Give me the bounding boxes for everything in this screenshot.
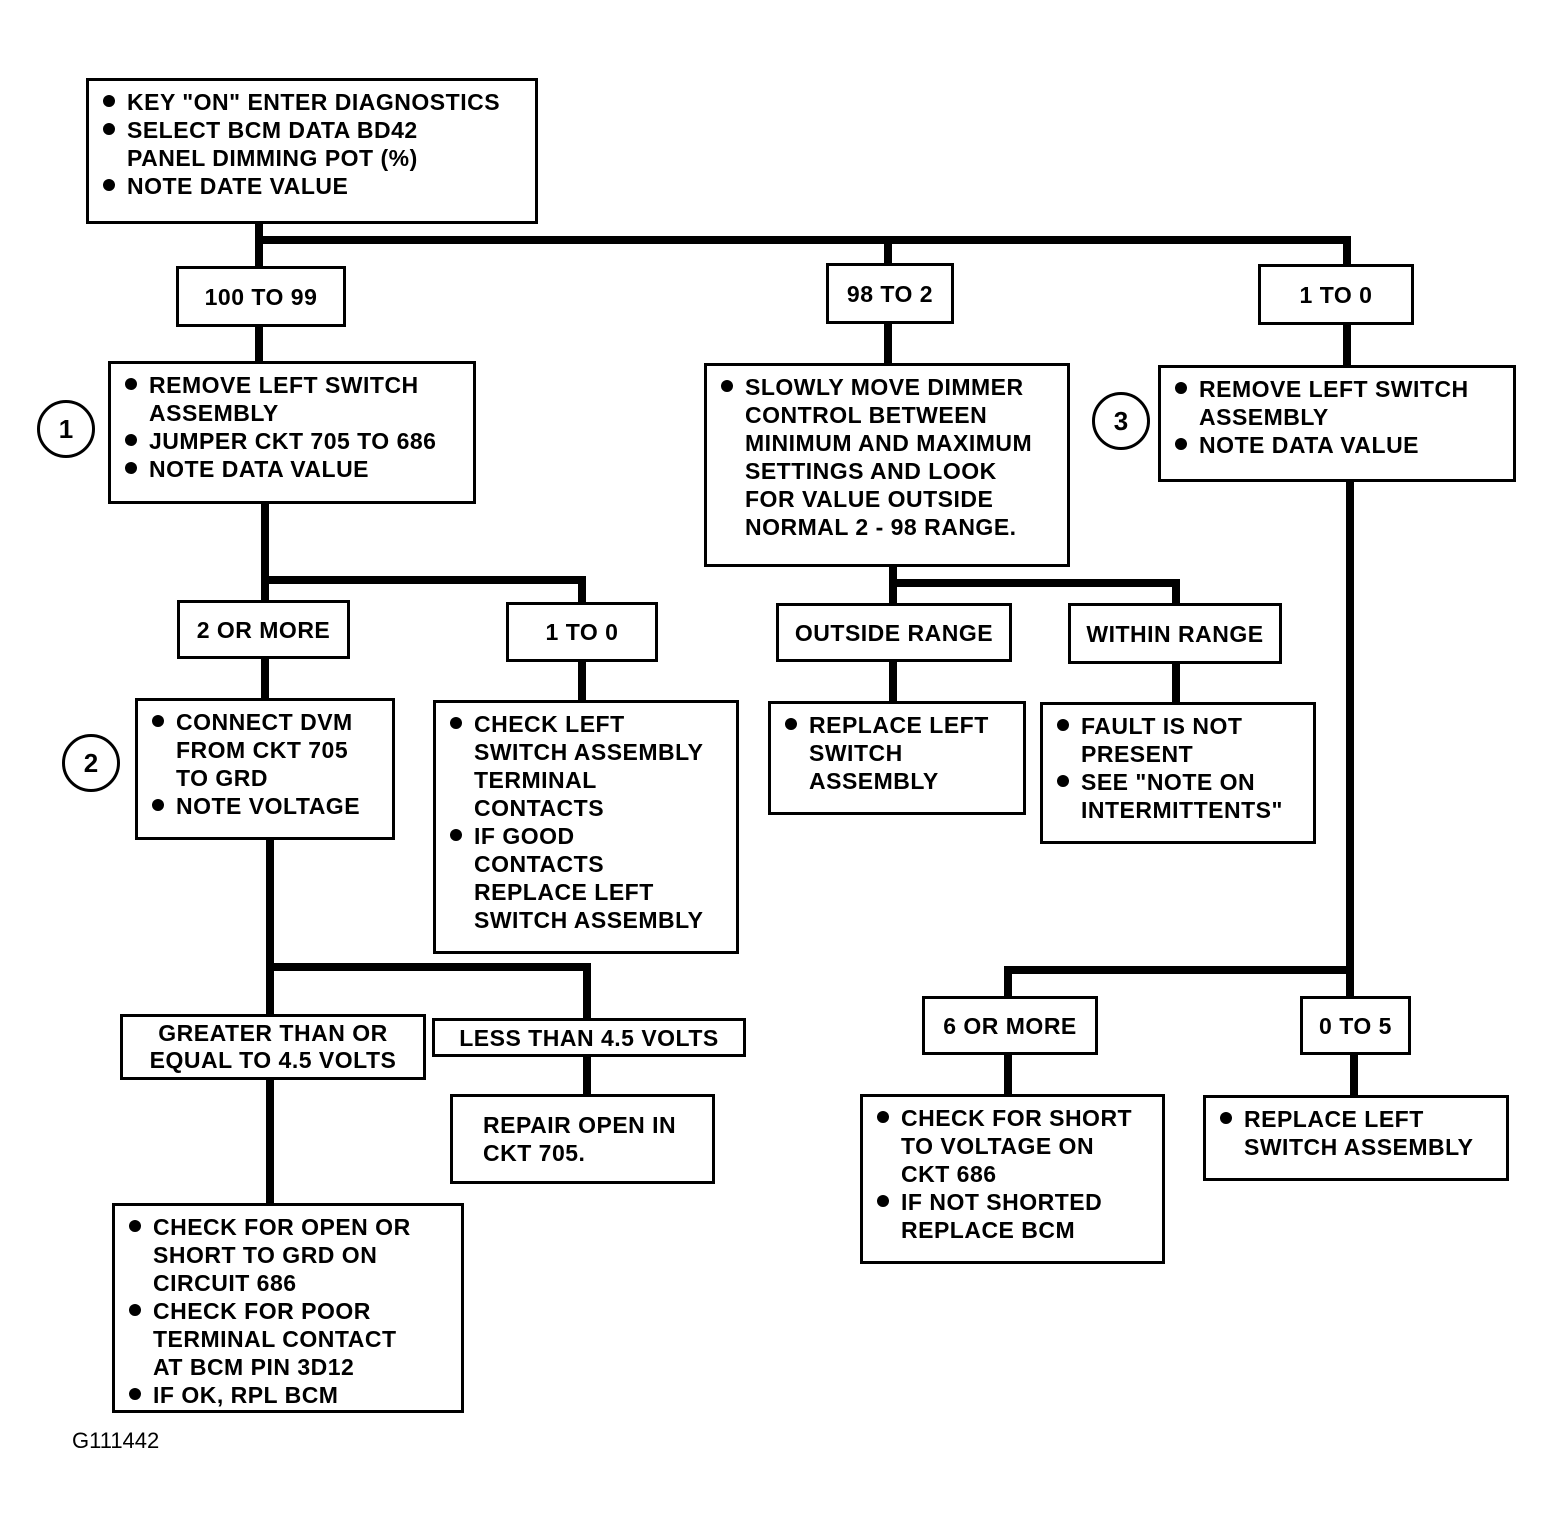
left-step-box: REMOVE LEFT SWITCH ASSEMBLY JUMPER CKT 7… xyxy=(108,361,476,504)
figure-id: G111442 xyxy=(72,1428,160,1453)
bullet-item: CONNECT DVM FROM CKT 705 TO GRD xyxy=(152,708,382,792)
bullet-item: CHECK FOR POOR TERMINAL CONTACT AT BCM P… xyxy=(129,1297,451,1381)
step-text: REPAIR OPEN IN CKT 705. xyxy=(483,1112,677,1166)
step-number-1: 1 xyxy=(37,400,95,458)
bullet-icon xyxy=(1220,1112,1232,1124)
step-text: JUMPER CKT 705 TO 686 xyxy=(149,428,437,454)
step-text: CHECK FOR OPEN OR SHORT TO GRD ON CIRCUI… xyxy=(153,1214,411,1296)
bullet-icon xyxy=(1057,719,1069,731)
bullet-item: NOTE DATE VALUE xyxy=(103,172,525,200)
bullet-item: NOTE VOLTAGE xyxy=(152,792,382,820)
step-text: IF OK, RPL BCM xyxy=(153,1382,339,1408)
bullet-icon xyxy=(877,1111,889,1123)
step-text: SELECT BCM DATA BD42 PANEL DIMMING POT (… xyxy=(127,117,418,171)
check-open-short-box: CHECK FOR OPEN OR SHORT TO GRD ON CIRCUI… xyxy=(112,1203,464,1413)
step-text: IF NOT SHORTED REPLACE BCM xyxy=(901,1189,1103,1243)
bullet-item: IF OK, RPL BCM xyxy=(129,1381,451,1409)
bullet-icon xyxy=(152,799,164,811)
bullet-item: FAULT IS NOT PRESENT xyxy=(1057,712,1303,768)
step-text: SLOWLY MOVE DIMMER CONTROL BETWEEN MINIM… xyxy=(745,374,1033,540)
step-text: REPLACE LEFT SWITCH ASSEMBLY xyxy=(1244,1106,1474,1160)
replace-left-switch-box-middle: REPLACE LEFT SWITCH ASSEMBLY xyxy=(768,701,1026,815)
bullet-icon xyxy=(129,1304,141,1316)
label-2-or-more: 2 OR MORE xyxy=(177,600,350,659)
bullet-icon xyxy=(125,378,137,390)
step-text: CHECK FOR POOR TERMINAL CONTACT AT BCM P… xyxy=(153,1298,397,1380)
bullet-icon xyxy=(1175,438,1187,450)
fault-not-present-box: FAULT IS NOT PRESENT SEE "NOTE ON INTERM… xyxy=(1040,702,1316,844)
step-number-3: 3 xyxy=(1092,392,1150,450)
bullet-icon xyxy=(129,1220,141,1232)
label-0-to-5: 0 TO 5 xyxy=(1300,996,1411,1055)
step-text: IF GOOD CONTACTS REPLACE LEFT SWITCH ASS… xyxy=(474,823,704,933)
label-left-1-to-0: 1 TO 0 xyxy=(506,602,658,662)
bullet-item: REPLACE LEFT SWITCH ASSEMBLY xyxy=(785,711,1013,795)
bullet-item: JUMPER CKT 705 TO 686 xyxy=(125,427,463,455)
check-short-box: CHECK FOR SHORT TO VOLTAGE ON CKT 686 IF… xyxy=(860,1094,1165,1264)
bullet-item: IF NOT SHORTED REPLACE BCM xyxy=(877,1188,1152,1244)
bullet-icon xyxy=(152,715,164,727)
bullet-item: SELECT BCM DATA BD42 PANEL DIMMING POT (… xyxy=(103,116,525,172)
right-step-box: REMOVE LEFT SWITCH ASSEMBLY NOTE DATA VA… xyxy=(1158,365,1516,482)
bullet-icon xyxy=(1175,382,1187,394)
bullet-icon xyxy=(877,1195,889,1207)
bullet-item: REPLACE LEFT SWITCH ASSEMBLY xyxy=(1220,1105,1496,1161)
bullet-item: SEE "NOTE ON INTERMITTENTS" xyxy=(1057,768,1303,824)
step-text: CONNECT DVM FROM CKT 705 TO GRD xyxy=(176,709,353,791)
step-text: SEE "NOTE ON INTERMITTENTS" xyxy=(1081,769,1283,823)
bullet-icon xyxy=(125,434,137,446)
check-contacts-box: CHECK LEFT SWITCH ASSEMBLY TERMINAL CONT… xyxy=(433,700,739,954)
bullet-item: KEY "ON" ENTER DIAGNOSTICS xyxy=(103,88,525,116)
range-label-98-to-2: 98 TO 2 xyxy=(826,263,954,324)
bullet-icon xyxy=(103,123,115,135)
bullet-icon xyxy=(1057,775,1069,787)
label-6-or-more: 6 OR MORE xyxy=(922,996,1098,1055)
bullet-icon xyxy=(721,380,733,392)
step-text: NOTE DATA VALUE xyxy=(149,456,370,482)
step-text: REMOVE LEFT SWITCH ASSEMBLY xyxy=(1199,376,1469,430)
bullet-item: SLOWLY MOVE DIMMER CONTROL BETWEEN MINIM… xyxy=(721,373,1057,541)
bullet-item: REMOVE LEFT SWITCH ASSEMBLY xyxy=(1175,375,1503,431)
step-text: NOTE VOLTAGE xyxy=(176,793,361,819)
bullet-item: NOTE DATA VALUE xyxy=(1175,431,1503,459)
label-within-range: WITHIN RANGE xyxy=(1068,603,1282,664)
step-text: REMOVE LEFT SWITCH ASSEMBLY xyxy=(149,372,419,426)
step-text: NOTE DATA VALUE xyxy=(1199,432,1420,458)
step-text: CHECK FOR SHORT TO VOLTAGE ON CKT 686 xyxy=(901,1105,1133,1187)
range-label-100-to-99: 100 TO 99 xyxy=(176,266,346,327)
step-text: NOTE DATE VALUE xyxy=(127,173,349,199)
bullet-item: CHECK LEFT SWITCH ASSEMBLY TERMINAL CONT… xyxy=(450,710,726,822)
range-label-1-to-0: 1 TO 0 xyxy=(1258,264,1414,325)
step-text: REPLACE LEFT SWITCH ASSEMBLY xyxy=(809,712,989,794)
bullet-icon xyxy=(103,179,115,191)
repair-open-box: REPAIR OPEN IN CKT 705. xyxy=(450,1094,715,1184)
label-less-than-4-5-volts: LESS THAN 4.5 VOLTS xyxy=(432,1018,746,1057)
step-text: FAULT IS NOT PRESENT xyxy=(1081,713,1243,767)
connect-dvm-box: CONNECT DVM FROM CKT 705 TO GRD NOTE VOL… xyxy=(135,698,395,840)
bullet-item: NOTE DATA VALUE xyxy=(125,455,463,483)
bullet-icon xyxy=(103,95,115,107)
bullet-icon xyxy=(785,718,797,730)
bullet-item: IF GOOD CONTACTS REPLACE LEFT SWITCH ASS… xyxy=(450,822,726,934)
bullet-icon xyxy=(125,462,137,474)
bullet-item: REMOVE LEFT SWITCH ASSEMBLY xyxy=(125,371,463,427)
step-number-2: 2 xyxy=(62,734,120,792)
start-step-box: KEY "ON" ENTER DIAGNOSTICS SELECT BCM DA… xyxy=(86,78,538,224)
step-text: CHECK LEFT SWITCH ASSEMBLY TERMINAL CONT… xyxy=(474,711,704,821)
middle-step-box: SLOWLY MOVE DIMMER CONTROL BETWEEN MINIM… xyxy=(704,363,1070,567)
step-text: KEY "ON" ENTER DIAGNOSTICS xyxy=(127,89,501,115)
bullet-icon xyxy=(129,1388,141,1400)
label-outside-range: OUTSIDE RANGE xyxy=(776,603,1012,662)
bullet-icon xyxy=(450,829,462,841)
bullet-icon xyxy=(450,717,462,729)
replace-left-switch-box-right: REPLACE LEFT SWITCH ASSEMBLY xyxy=(1203,1095,1509,1181)
label-greater-or-equal-4-5-volts: GREATER THAN OR EQUAL TO 4.5 VOLTS xyxy=(120,1014,426,1080)
bullet-item: CHECK FOR OPEN OR SHORT TO GRD ON CIRCUI… xyxy=(129,1213,451,1297)
bullet-item: CHECK FOR SHORT TO VOLTAGE ON CKT 686 xyxy=(877,1104,1152,1188)
